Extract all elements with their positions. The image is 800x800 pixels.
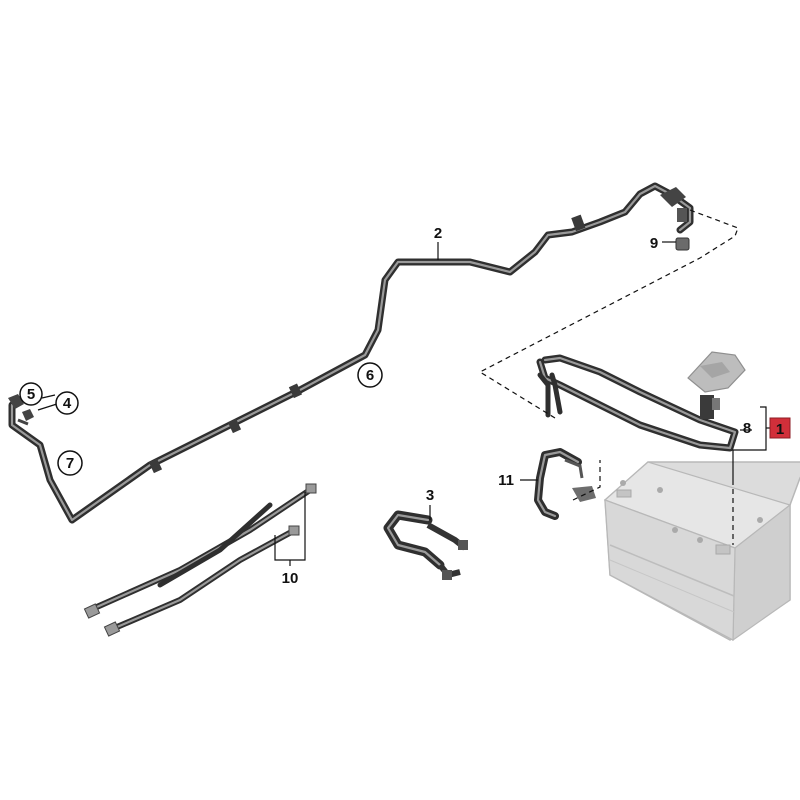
battery [603, 461, 800, 642]
callout-2-label: 2 [434, 225, 442, 242]
callout-11: 11 [498, 472, 514, 489]
terminal-cover-part-8 [687, 351, 746, 393]
leader-lines [37, 209, 778, 566]
callout-1-label: 1 [776, 421, 784, 438]
callout-4: 4 [55, 391, 79, 415]
cable-part-10 [83, 483, 317, 637]
callout-6: 6 [357, 362, 383, 388]
callout-5: 5 [19, 382, 43, 406]
callout-10: 10 [282, 570, 299, 587]
callout-8: 8 [743, 420, 751, 437]
cable-part-11 [534, 448, 596, 520]
callout-9-label: 9 [650, 235, 658, 252]
cable-part-2 [8, 182, 694, 524]
cable-part-3 [383, 510, 468, 580]
callout-7: 7 [57, 450, 83, 476]
callout-5-label: 5 [27, 386, 35, 403]
callout-3-label: 3 [426, 487, 434, 504]
cable-part-1 [536, 354, 739, 452]
callout-6-label: 6 [366, 367, 374, 384]
callout-8-label: 8 [743, 420, 751, 437]
callout-2: 2 [434, 225, 442, 242]
callout-7-label: 7 [66, 455, 74, 472]
callout-3: 3 [426, 487, 434, 504]
callout-1: 1 [769, 417, 791, 439]
callout-10-label: 10 [282, 570, 299, 587]
callout-9: 9 [650, 235, 658, 252]
callout-11-label: 11 [498, 472, 514, 489]
clip-part-9 [675, 237, 690, 251]
callout-4-label: 4 [63, 395, 72, 412]
